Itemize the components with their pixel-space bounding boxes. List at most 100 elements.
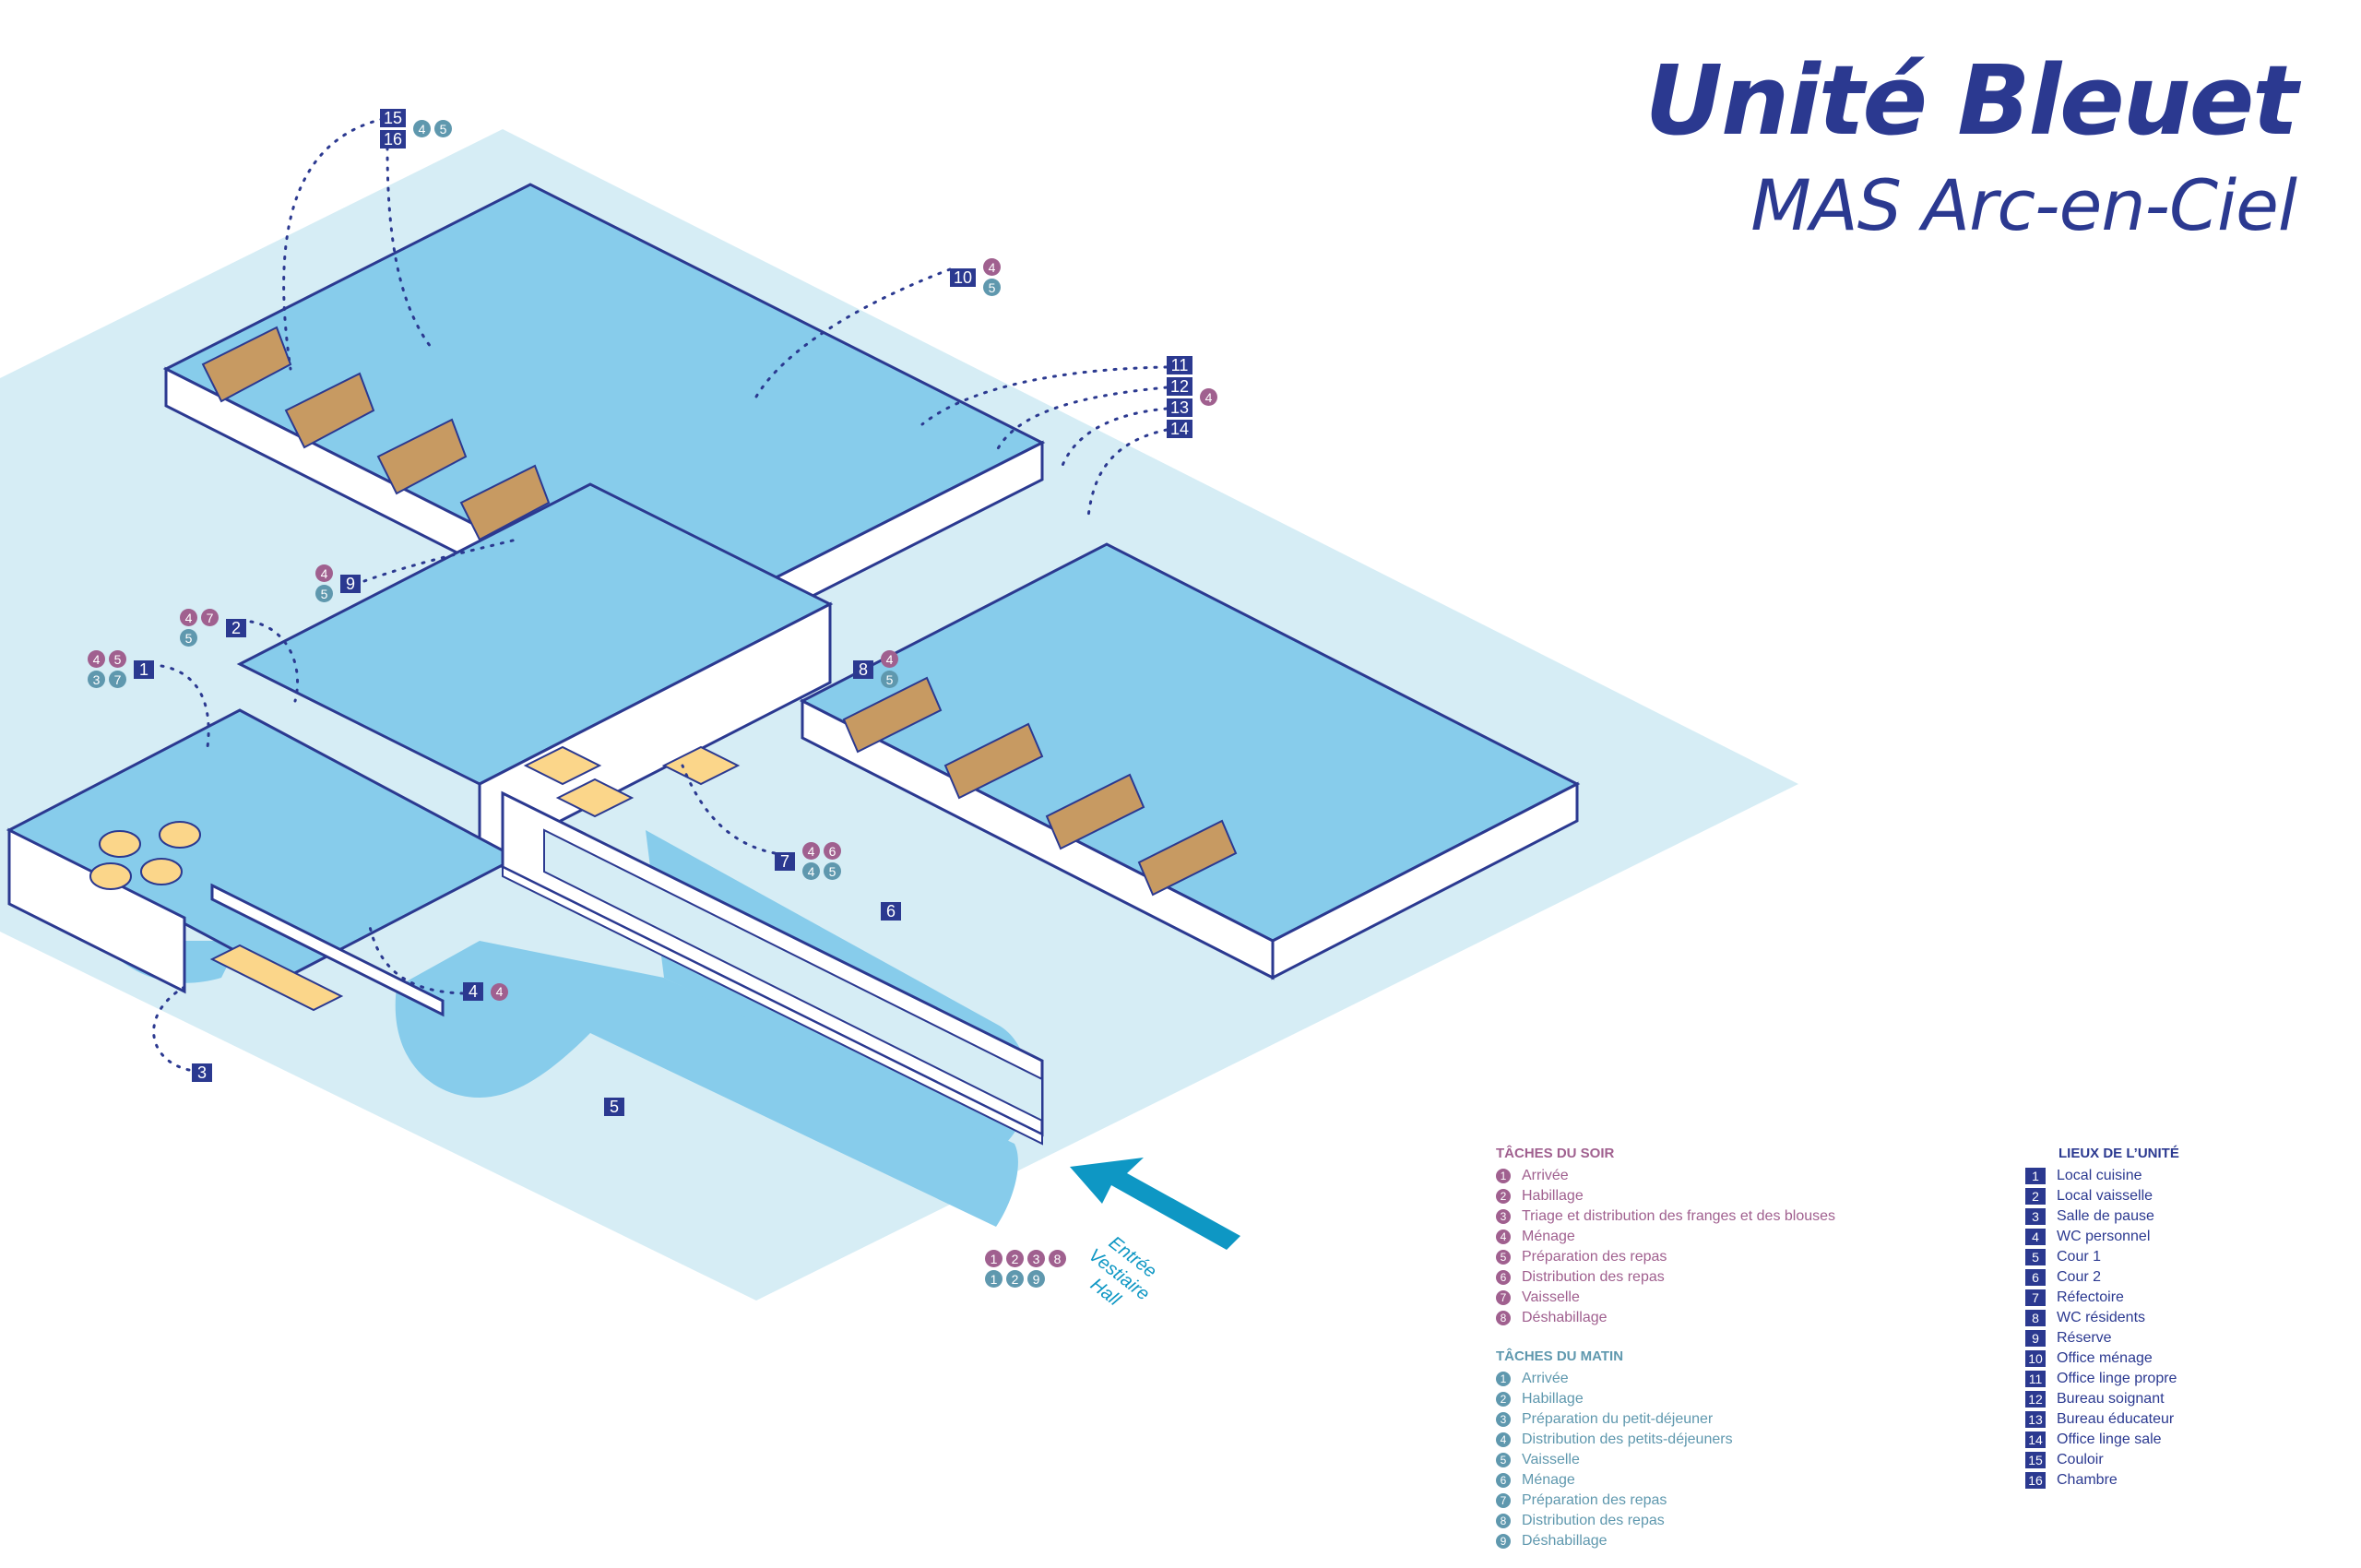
legend-item-label: Habillage xyxy=(1522,1188,1584,1204)
callout-6: 6 xyxy=(881,902,901,921)
legend-item-label: Local cuisine xyxy=(2057,1168,2142,1183)
legend-item-label: Triage et distribution des franges et de… xyxy=(1522,1208,1836,1224)
legend-locations-heading: LIEUX DE L’UNITÉ xyxy=(2058,1146,2179,1161)
legend-item: 2 Habillage xyxy=(1496,1389,1733,1409)
legend-item: 7 Préparation des repas xyxy=(1496,1491,1733,1511)
legend-item-label: Arrivée xyxy=(1522,1168,1569,1183)
morning-task-badge: 5 xyxy=(983,279,1002,296)
evening-task-badge: 4 xyxy=(491,982,508,1001)
legend-item-label: Bureau soignant xyxy=(2057,1391,2165,1407)
morning-task-badge: 5 xyxy=(434,120,453,137)
location-number-badge: 8 xyxy=(853,659,873,679)
morning-task-badge: 7 xyxy=(109,671,126,688)
legend-item-label: Habillage xyxy=(1522,1391,1584,1407)
task-number-badge: 6 xyxy=(1496,1473,1511,1488)
evening-task-badge: 5 xyxy=(109,650,126,668)
legend-item-label: Distribution des petits-déjeuners xyxy=(1522,1431,1733,1447)
morning-task-badge: 5 xyxy=(881,671,898,688)
legend-item-label: Office linge sale xyxy=(2057,1431,2162,1447)
wing-chambres-east xyxy=(799,542,1581,980)
task-number-badge: 3 xyxy=(1496,1412,1511,1427)
callout-5: 5 xyxy=(604,1098,624,1116)
callout-3: 3 xyxy=(192,1063,212,1082)
location-number-badge: 1 xyxy=(134,659,154,679)
morning-task-badge: 5 xyxy=(824,862,841,880)
legend-item-label: Salle de pause xyxy=(2057,1208,2154,1224)
legend-item: 15 Couloir xyxy=(2025,1450,2179,1470)
evening-task-badge: 1 xyxy=(985,1250,1003,1267)
legend-item-label: Couloir xyxy=(2057,1452,2104,1467)
courtyard-cour-1 xyxy=(395,941,1018,1227)
evening-task-badge: 7 xyxy=(201,609,219,626)
legend-item-label: Déshabillage xyxy=(1522,1310,1608,1325)
legend-item-label: Bureau éducateur xyxy=(2057,1411,2175,1427)
legend-item: 8 WC résidents xyxy=(2025,1308,2179,1328)
evening-task-badge: 4 xyxy=(983,258,1002,276)
location-number-badge: 12 xyxy=(1167,377,1193,396)
legend-item-label: Réfectoire xyxy=(2057,1289,2124,1305)
task-number-badge: 2 xyxy=(1496,1392,1511,1407)
evening-task-badge: 2 xyxy=(1006,1250,1024,1267)
task-number-badge: 5 xyxy=(1496,1453,1511,1467)
location-number-badge: 8 xyxy=(2025,1310,2046,1326)
tables xyxy=(89,745,741,1012)
location-number-badge: 11 xyxy=(1167,356,1193,374)
legend-item-label: Ménage xyxy=(1522,1229,1575,1244)
legend-item-label: Vaisselle xyxy=(1522,1289,1580,1305)
location-number-badge: 4 xyxy=(463,982,483,1001)
task-number-badge: 3 xyxy=(1496,1209,1511,1224)
evening-task-badge: 4 xyxy=(315,564,333,582)
location-number-badge: 14 xyxy=(1167,420,1193,438)
location-number-badge: 4 xyxy=(2025,1229,2046,1245)
evening-task-badge: 4 xyxy=(881,650,898,668)
location-number-badge: 9 xyxy=(2025,1330,2046,1347)
legend-item-label: WC personnel xyxy=(2057,1229,2151,1244)
glass-corridor xyxy=(501,790,1044,1146)
legend-item: 14 Office linge sale xyxy=(2025,1430,2179,1450)
task-number-badge: 9 xyxy=(1496,1534,1511,1549)
facility-subtitle: MAS Arc-en-Ciel xyxy=(1750,164,2297,247)
legend-item: 4 Distribution des petits-déjeuners xyxy=(1496,1430,1733,1450)
legend-item-label: Vaisselle xyxy=(1522,1452,1580,1467)
morning-task-badge: 5 xyxy=(315,585,333,602)
location-number-badge: 3 xyxy=(2025,1208,2046,1225)
location-number-badge: 14 xyxy=(2025,1431,2046,1448)
morning-task-badge: 9 xyxy=(1027,1270,1045,1288)
location-number-badge: 11 xyxy=(2025,1371,2046,1387)
morning-task-badge: 3 xyxy=(88,671,105,688)
legend-item-label: Préparation des repas xyxy=(1522,1249,1667,1265)
morning-task-badge: 2 xyxy=(1006,1270,1024,1288)
location-number-badge: 15 xyxy=(2025,1452,2046,1468)
legend-item: 4 WC personnel xyxy=(2025,1227,2179,1247)
legend-item-label: WC résidents xyxy=(2057,1310,2146,1325)
location-number-badge: 7 xyxy=(2025,1289,2046,1306)
legend-item-label: Local vaisselle xyxy=(2057,1188,2153,1204)
legend-item-label: Préparation des repas xyxy=(1522,1492,1667,1508)
task-number-badge: 4 xyxy=(1496,1432,1511,1447)
location-number-badge: 13 xyxy=(1167,398,1193,417)
legend-item-label: Préparation du petit-déjeuner xyxy=(1522,1411,1714,1427)
location-number-badge: 2 xyxy=(2025,1188,2046,1205)
evening-task-badge: 4 xyxy=(88,650,105,668)
beds xyxy=(201,326,1238,897)
task-number-badge: 7 xyxy=(1496,1493,1511,1508)
legend-item-label: Arrivée xyxy=(1522,1371,1569,1386)
